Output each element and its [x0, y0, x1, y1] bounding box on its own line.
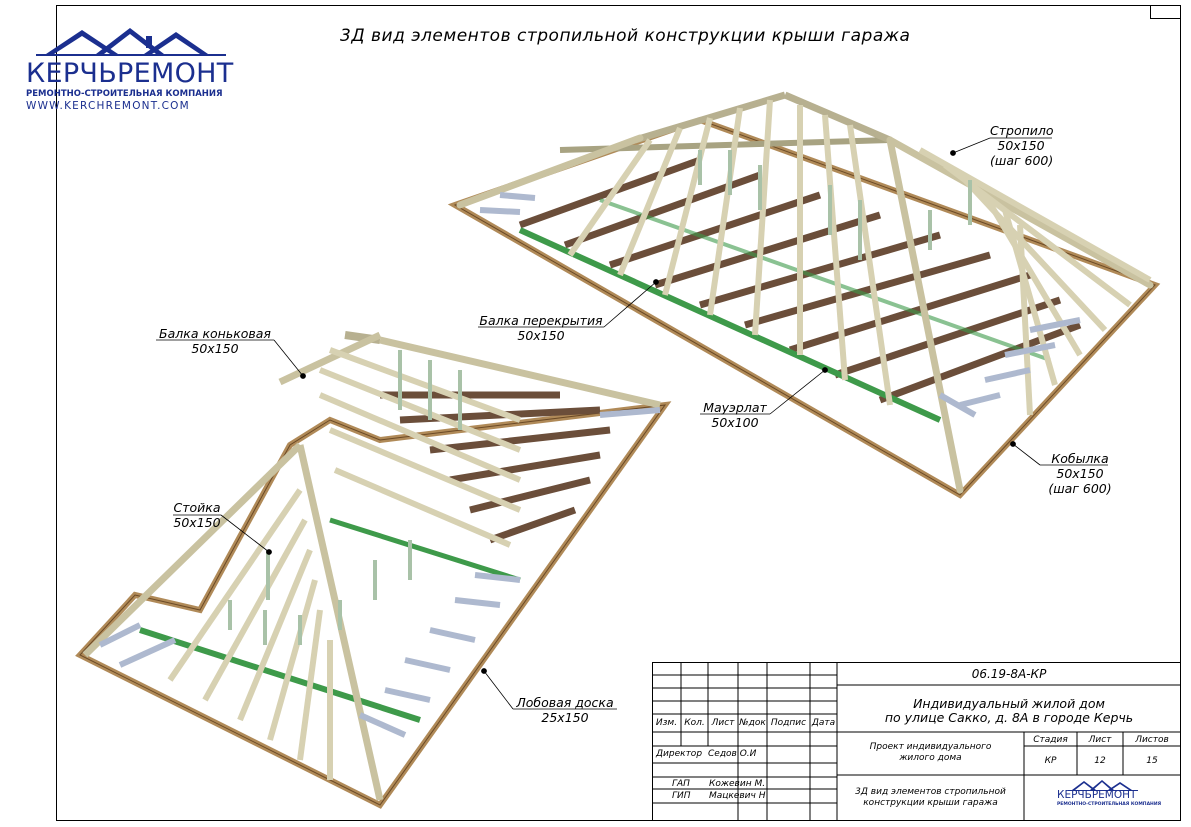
tb-sheet-title-line2: конструкции крыши гаража: [863, 798, 998, 808]
lower-joists: [380, 391, 611, 544]
upper-hip-rafters: [456, 134, 1154, 494]
label-balka-konkovaya-size: 50х150: [191, 341, 239, 356]
tb-header-ndok: №док: [739, 718, 766, 728]
tb-header-izm: Изм.: [655, 718, 678, 728]
lower-posts: [228, 350, 462, 645]
tb-project-line2: по улице Сакко, д. 8А в городе Керчь: [884, 710, 1134, 725]
tb-listov-label: Листов: [1135, 735, 1169, 745]
label-stoyka-size: 50х150: [173, 515, 221, 530]
label-mauerlat-name: Мауэрлат: [703, 400, 767, 415]
label-stoyka-name: Стойка: [173, 500, 221, 515]
upper-roof-structure: [447, 91, 1161, 499]
tb-logo-name: КЕРЧЬРЕМОНТ: [1057, 789, 1137, 801]
tb-stadiya-label: Стадия: [1033, 735, 1068, 745]
drawing-title: 3Д вид элементов стропильной конструкции…: [340, 26, 911, 46]
logo-houses-icon: [36, 28, 226, 56]
tb-code: 06.19-8А-КР: [971, 667, 1047, 681]
upper-mauerlat: [518, 227, 942, 423]
tb-header-podpis: Подпис: [770, 718, 807, 728]
tb-header-list: Лист: [711, 718, 735, 728]
lower-rafters: [167, 347, 522, 780]
tb-header-data: Дата: [811, 718, 836, 728]
logo-name: КЕРЧЬРЕМОНТ: [26, 58, 234, 89]
lower-lobovaya-frame: [75, 401, 672, 809]
sheet-corner-box: [1150, 5, 1181, 19]
label-kobylka-size: 50х150: [1056, 466, 1104, 481]
tb-role-gip: ГИП: [672, 791, 691, 801]
tb-role-gap: ГАП: [672, 779, 690, 789]
label-stropilo-name: Стропило: [990, 123, 1054, 138]
label-lobovaya-name: Лобовая доска: [516, 695, 614, 710]
tb-sheet-title-line1: 3Д вид элементов стропильной: [855, 787, 1006, 797]
leader-lines: [156, 137, 1108, 710]
label-balka-perekrytiya-size: 50х150: [517, 328, 565, 343]
lower-mauerlat: [139, 627, 421, 723]
label-stropilo-step: (шаг 600): [990, 153, 1054, 168]
label-kobylka-name: Кобылка: [1051, 451, 1109, 466]
lower-jack-rafters: [98, 407, 661, 738]
label-stropilo: Стропило 50х150 (шаг 600): [990, 123, 1054, 168]
upper-ridge-beam: [783, 91, 892, 144]
upper-posts: [698, 150, 972, 260]
label-stoyka: Стойка 50х150: [168, 500, 226, 530]
tb-header-kol: Кол.: [684, 718, 705, 728]
tb-logo-houses-icon: [1068, 780, 1138, 791]
upper-rafters: [567, 99, 1152, 416]
tb-list-label: Лист: [1088, 735, 1112, 745]
tb-role-director: Директор: [656, 749, 703, 759]
tb-stage-text-line2: жилого дома: [899, 753, 962, 763]
label-mauerlat: Мауэрлат 50х100: [700, 400, 770, 430]
tb-stadiya: КР: [1044, 756, 1057, 766]
label-stropilo-size: 50х150: [997, 138, 1045, 153]
label-lobovaya: Лобовая доска 25х150: [513, 695, 617, 725]
label-kobylka-step: (шаг 600): [1048, 481, 1112, 496]
label-balka-perekrytiya-name: Балка перекрытия: [479, 313, 603, 328]
logo-url[interactable]: WWW.KERCHREMONT.COM: [26, 100, 190, 112]
tb-stage-text-line1: Проект индивидуального: [869, 742, 992, 752]
company-logo[interactable]: [18, 26, 228, 116]
lower-roof-structure: [75, 331, 672, 809]
sheet-frame: [56, 5, 1181, 821]
label-balka-perekrytiya: Балка перекрытия 50х150: [478, 313, 604, 343]
label-balka-konkovaya: Балка коньковая 50х150: [156, 326, 274, 356]
label-mauerlat-size: 50х100: [711, 415, 759, 430]
label-lobovaya-size: 25х150: [541, 710, 589, 725]
tb-logo-tagline: РЕМОНТНО-СТРОИТЕЛЬНАЯ КОМПАНИЯ: [1057, 802, 1162, 807]
tb-project-line1: Индивидуальный жилой дом: [913, 696, 1105, 711]
title-block: 06.19-8А-КР Индивидуальный жилой дом по …: [652, 662, 1181, 821]
label-balka-konkovaya-name: Балка коньковая: [159, 326, 271, 341]
tb-name-gip: Мацкевич Н: [709, 791, 766, 801]
upper-jack-rafters: [479, 192, 1081, 418]
tb-name-director: Седов О.И: [708, 749, 757, 759]
title-block-grid: [652, 662, 1181, 821]
tb-name-gap: Кожевин М.: [709, 779, 766, 789]
logo-tagline: РЕМОНТНО-СТРОИТЕЛЬНАЯ КОМПАНИЯ: [26, 89, 223, 99]
tb-listov: 15: [1146, 756, 1158, 766]
label-kobylka: Кобылка 50х150 (шаг 600): [1040, 451, 1120, 496]
tb-list: 12: [1094, 756, 1106, 766]
